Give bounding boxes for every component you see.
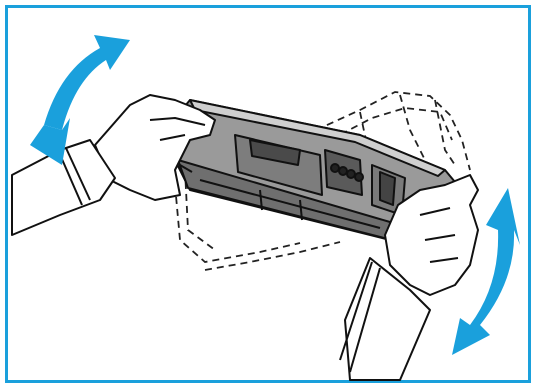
shake-toner-illustration bbox=[0, 0, 538, 390]
